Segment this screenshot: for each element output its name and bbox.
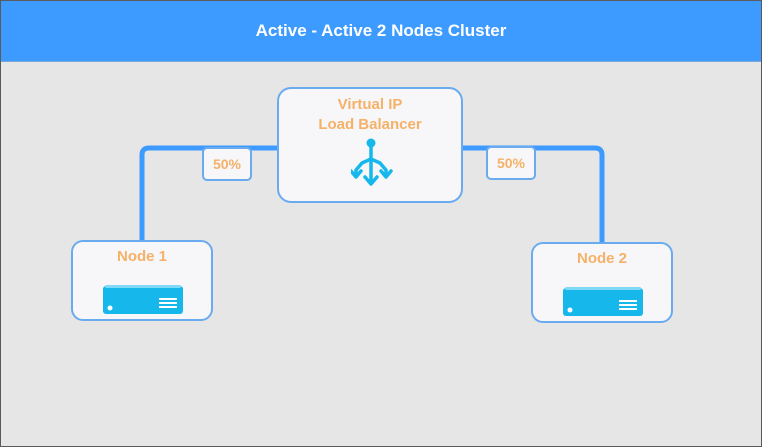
load-balancer-title-line2: Load Balancer xyxy=(318,116,422,133)
node-2-label: Node 2 xyxy=(576,250,627,267)
right-share-text: 50% xyxy=(496,155,526,171)
load-balancer-box[interactable]: Virtual IP Load Balancer xyxy=(277,87,463,203)
server-icon xyxy=(563,287,643,316)
server-icon xyxy=(103,285,183,314)
load-balancer-split-icon xyxy=(351,138,393,186)
node-1-box[interactable]: Node 1 xyxy=(71,240,213,321)
load-balancer-title: Virtual IP Load Balancer xyxy=(279,95,461,135)
connector-left xyxy=(139,145,279,242)
node-2-box[interactable]: Node 2 xyxy=(531,242,673,323)
connector-right xyxy=(461,145,605,244)
load-balancer-title-line1: Virtual IP xyxy=(337,96,403,113)
node-1-label: Node 1 xyxy=(116,248,167,265)
diagram-title: Active - Active 2 Nodes Cluster xyxy=(255,21,507,40)
left-share-text: 50% xyxy=(212,156,242,172)
left-share-badge: 50% xyxy=(202,147,252,181)
diagram-header: Active - Active 2 Nodes Cluster xyxy=(1,1,761,62)
right-share-badge: 50% xyxy=(486,146,536,180)
